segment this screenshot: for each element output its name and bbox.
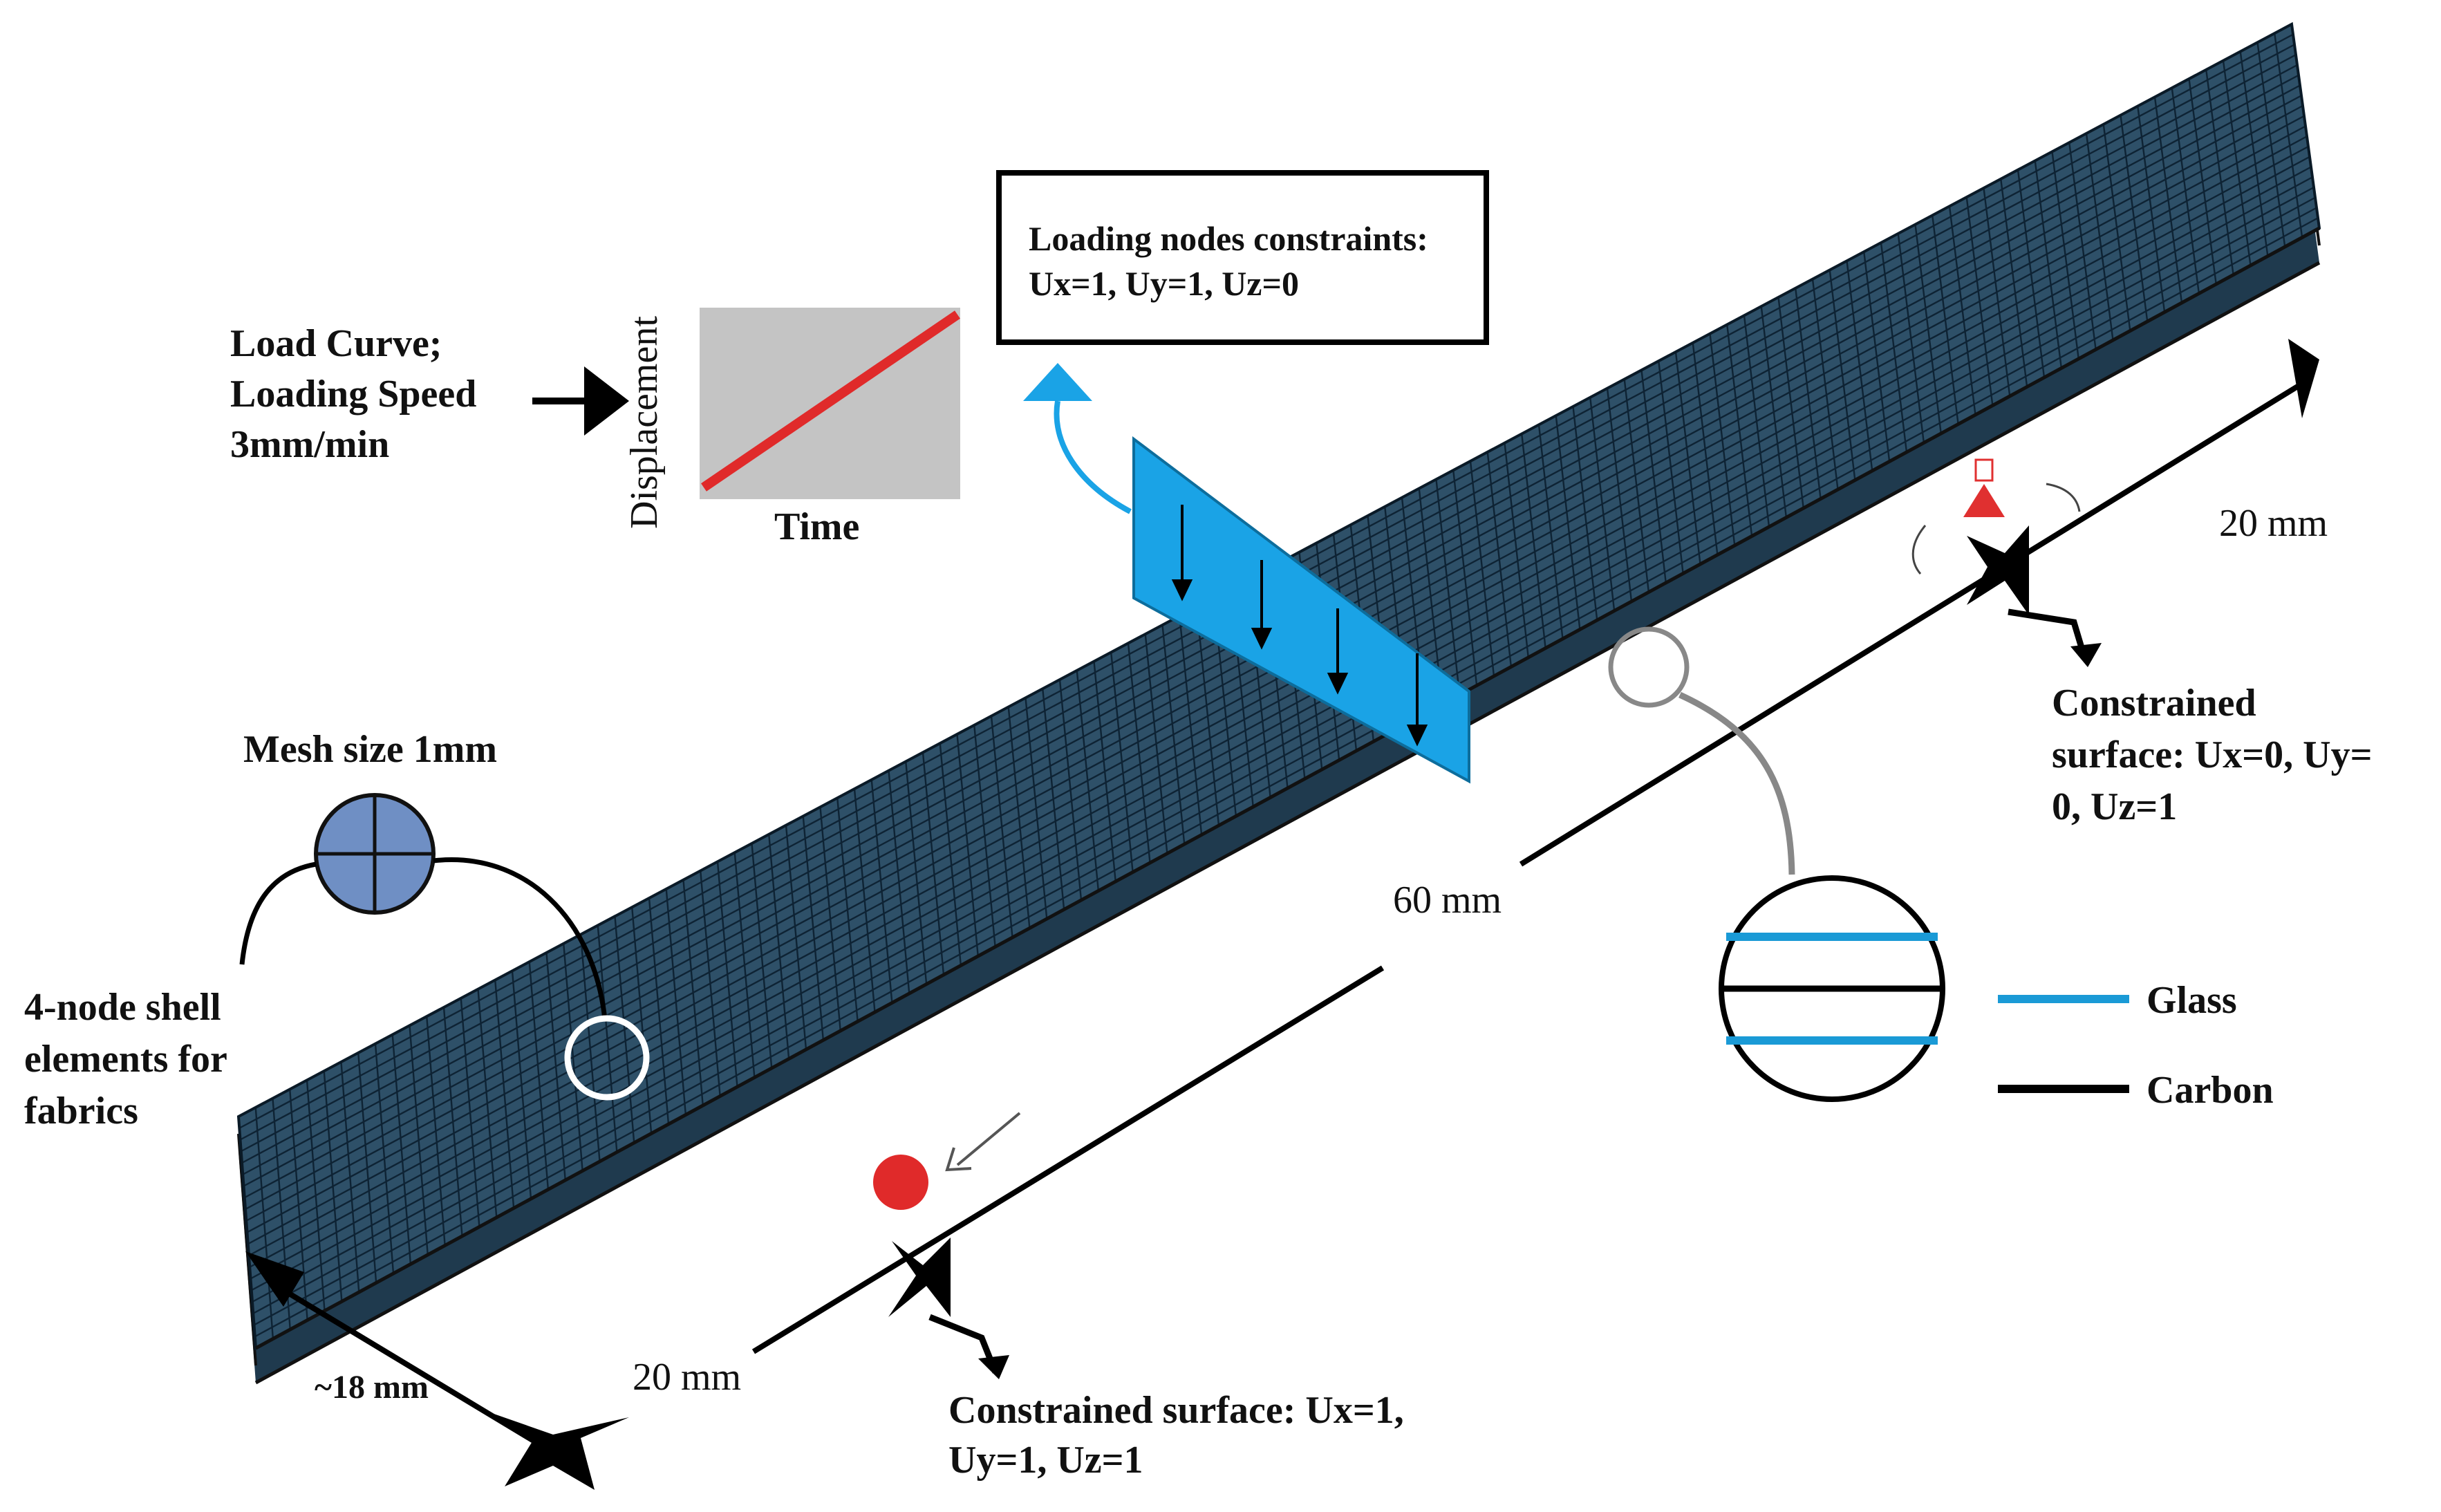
shell-text-2: elements for	[24, 1038, 227, 1081]
loading-nodes-text-1: Loading nodes constraints:	[1029, 219, 1428, 258]
legend: Glass Carbon	[1998, 979, 2274, 1112]
load-curve-line	[701, 310, 960, 492]
loading-nodes-box: Loading nodes constraints: Ux=1, Uy=1, U…	[996, 170, 1489, 345]
displacement-axis-label: Displacement	[623, 316, 666, 529]
dim-20-right-label: 20 mm	[2219, 502, 2328, 545]
bowtie-right-icon	[1967, 525, 2029, 615]
arrow-end-icon	[2288, 339, 2319, 418]
load-curve-label: Load Curve; Loading Speed 3mm/min	[230, 322, 629, 466]
legend-glass-label: Glass	[2147, 979, 2237, 1022]
legend-carbon-label: Carbon	[2147, 1069, 2274, 1112]
arrow-right-icon	[584, 366, 629, 436]
dim-18-label: ~18 mm	[315, 1369, 429, 1406]
loading-plane	[1023, 363, 1470, 784]
right-support: Constrained surface: Ux=0, Uy= 0, Uz=1	[1911, 458, 2373, 828]
loading-nodes-text-2: Ux=1, Uy=1, Uz=0	[1029, 264, 1299, 303]
mesh-line	[246, 125, 2306, 1233]
constrained-left-text-1: Constrained surface: Ux=1,	[948, 1389, 1404, 1432]
support-triangle-icon	[1963, 484, 2005, 517]
dimension-60mm: 60 mm 20 mm	[751, 339, 2328, 1354]
left-support: Constrained surface: Ux=1, Uy=1, Uz=1	[873, 1112, 1404, 1482]
mesh-line	[248, 145, 2309, 1257]
mesh-line	[247, 136, 2308, 1245]
load-curve-chart: Displacement Time	[623, 308, 960, 548]
loader-arrow-head	[1023, 363, 1092, 401]
mesh-line	[249, 156, 2310, 1268]
constrained-left-text-2: Uy=1, Uz=1	[948, 1439, 1143, 1482]
load-curve-text-3: 3mm/min	[230, 423, 389, 466]
dim-20-left-label: 20 mm	[633, 1356, 741, 1399]
constrained-right-text-2: surface: Ux=0, Uy=	[2052, 734, 2373, 776]
bowtie-left-icon	[888, 1238, 951, 1317]
mesh-size-label: Mesh size 1mm	[243, 728, 497, 771]
layer-highlight-circle	[1608, 626, 1690, 708]
support-dot-icon	[873, 1155, 928, 1210]
constrained-right-text-1: Constrained	[2052, 682, 2256, 725]
dim-60-label: 60 mm	[1393, 879, 1502, 922]
dimension-bottom: ~18 mm 20 mm	[245, 1251, 741, 1490]
load-curve-text-2: Loading Speed	[230, 373, 476, 416]
bowtie-bottom-icon	[484, 1410, 629, 1490]
constrained-right-text-3: 0, Uz=1	[2052, 785, 2177, 828]
shell-text-3: fabrics	[24, 1090, 138, 1132]
load-curve-text-1: Load Curve;	[230, 322, 442, 365]
mesh-line	[252, 196, 2316, 1314]
shell-text-1: 4-node shell	[24, 986, 221, 1029]
time-axis-label: Time	[774, 505, 859, 548]
mesh-line	[254, 217, 2319, 1338]
layer-callout	[1608, 626, 1945, 1102]
arrow-18mm-icon	[245, 1251, 304, 1307]
laminate-plate	[236, 21, 2321, 1385]
mesh-size-indicator: Mesh size 1mm 4-node shell elements for …	[24, 728, 650, 1132]
mesh-line	[252, 186, 2314, 1303]
mesh-line	[251, 176, 2313, 1291]
mesh-highlight-circle	[564, 1015, 650, 1101]
mesh-line	[253, 207, 2317, 1326]
